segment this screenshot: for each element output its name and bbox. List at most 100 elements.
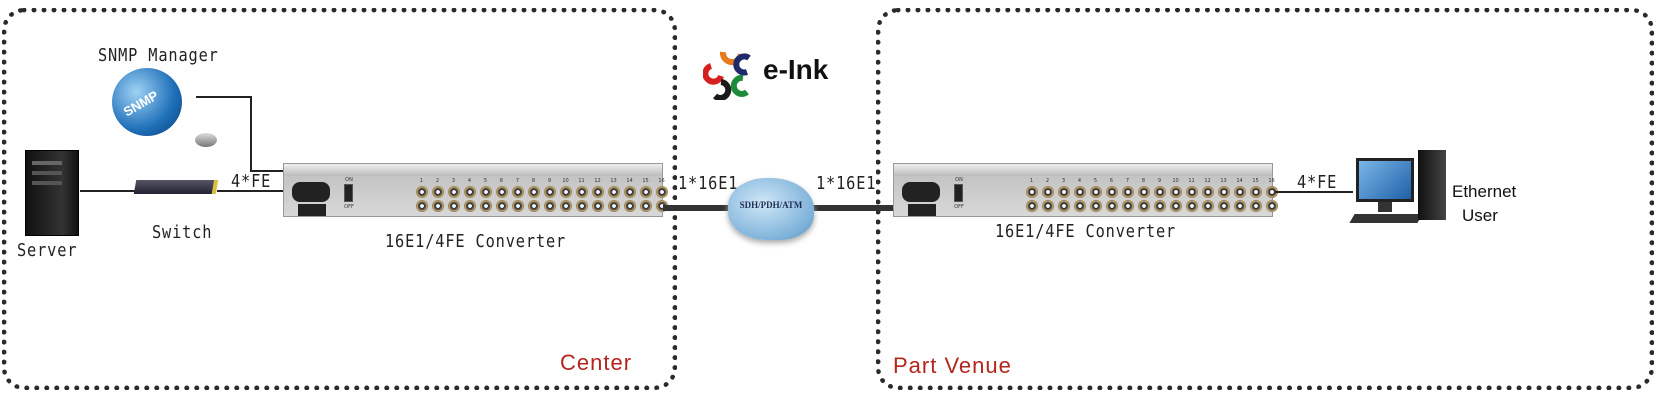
bnc-connector-icon [575, 186, 588, 198]
bnc-connector-icon [1265, 200, 1278, 212]
bnc-connector-icon [495, 186, 508, 198]
bnc-connector-icon [511, 200, 524, 212]
part-venue-zone-label: Part Venue [893, 353, 1012, 378]
bnc-connector-icon [1089, 186, 1102, 198]
bnc-connector-icon [607, 200, 620, 212]
bnc-connector-icon [1265, 186, 1278, 198]
converter-user-line [1275, 191, 1353, 193]
switch-off-label: OFF [954, 204, 964, 210]
port-number: 14 [1236, 178, 1243, 184]
right-fe-link-label: 4*FE [1297, 172, 1338, 193]
bnc-connector-icon [591, 186, 604, 198]
bnc-connector-icon [1217, 186, 1230, 198]
port-number: 9 [547, 178, 552, 184]
bnc-connector-icon [623, 186, 636, 198]
bnc-connector-icon [415, 200, 428, 212]
port-number: 11 [578, 178, 585, 184]
bnc-connector-icon [447, 200, 460, 212]
port-number: 14 [626, 178, 633, 184]
bnc-connector-icon [639, 186, 652, 198]
snmp-link-line [196, 96, 250, 98]
bnc-connector-icon [623, 200, 636, 212]
port-number: 1 [419, 178, 424, 184]
port-number: 11 [1188, 178, 1195, 184]
switch-off-label: OFF [344, 204, 354, 210]
bnc-connector-icon [1137, 186, 1150, 198]
bnc-connector-icon [447, 186, 460, 198]
bnc-connector-icon [1025, 200, 1038, 212]
logo-text: e-Ink [763, 54, 829, 85]
bnc-connector-icon [1169, 200, 1182, 212]
snmp-globe-icon: SNMP [112, 68, 182, 136]
bnc-connector-icon [511, 186, 524, 198]
port-number: 13 [1220, 178, 1227, 184]
bnc-connector-icon [1105, 186, 1118, 198]
bnc-connector-icon [575, 200, 588, 212]
power-switch [344, 184, 353, 202]
switch-label: Switch [152, 222, 213, 243]
port-number: 8 [1141, 178, 1146, 184]
bnc-connector-icon [1057, 186, 1070, 198]
bnc-connector-icon [415, 186, 428, 198]
bnc-connector-icon [543, 200, 556, 212]
port-number: 12 [1204, 178, 1211, 184]
bnc-connector-icon [495, 200, 508, 212]
bnc-connector-icon [1025, 186, 1038, 198]
bnc-connector-icon [1073, 186, 1086, 198]
switch-converter-line [217, 190, 283, 192]
bnc-connector-icon [527, 200, 540, 212]
bnc-connector-icon [1249, 200, 1262, 212]
wan-link-line [810, 205, 893, 211]
bnc-connector-icon [655, 186, 668, 198]
bnc-connector-icon [479, 186, 492, 198]
bnc-connector-icon [1057, 200, 1070, 212]
server-label: Server [17, 240, 78, 261]
port-number: 2 [435, 178, 440, 184]
bnc-connector-icon [431, 200, 444, 212]
bnc-connector-icon [1137, 200, 1150, 212]
bnc-connector-icon [559, 186, 572, 198]
port-number: 7 [1125, 178, 1130, 184]
e-ink-logo: e-Ink [702, 44, 833, 101]
port-number: 12 [594, 178, 601, 184]
bnc-connector-icon [1089, 200, 1102, 212]
port-number: 10 [562, 178, 569, 184]
bnc-connector-icon [463, 200, 476, 212]
bnc-connector-icon [1201, 186, 1214, 198]
cloud-label: SDH/PDH/ATM [739, 200, 803, 210]
port-number: 10 [1172, 178, 1179, 184]
bnc-connector-icon [1073, 200, 1086, 212]
power-socket-icon [292, 182, 330, 202]
mouse-icon [195, 133, 217, 147]
left-e1-link-label: 1*16E1 [678, 173, 739, 194]
bnc-connector-icon [527, 186, 540, 198]
bnc-connector-icon [479, 200, 492, 212]
server-switch-line [80, 190, 135, 192]
bnc-connector-icon [1121, 200, 1134, 212]
wan-link-line [663, 205, 731, 211]
port-number: 3 [1061, 178, 1066, 184]
snmp-manager-label: SNMP Manager [98, 45, 219, 66]
snmp-link-line [250, 96, 252, 171]
bnc-connector-icon [1233, 186, 1246, 198]
left-fe-link-label: 4*FE [231, 171, 272, 192]
port-number: 8 [531, 178, 536, 184]
bnc-connector-icon [1153, 200, 1166, 212]
ethernet-user-label-line2: User [1462, 206, 1498, 225]
bnc-connector-icon [1185, 186, 1198, 198]
ethernet-user-label-line1: Ethernet [1452, 182, 1517, 201]
sdh-pdh-atm-cloud: SDH/PDH/ATM [728, 178, 814, 240]
port-number: 13 [610, 178, 617, 184]
bnc-connector-icon [1217, 200, 1230, 212]
bnc-connector-icon [1249, 186, 1262, 198]
port-number: 16 [1268, 178, 1275, 184]
center-zone [2, 8, 677, 390]
logo-icon [702, 51, 751, 101]
bnc-connector-icon [639, 200, 652, 212]
right-converter-label: 16E1/4FE Converter [995, 221, 1177, 242]
computer-icon [1349, 150, 1452, 230]
